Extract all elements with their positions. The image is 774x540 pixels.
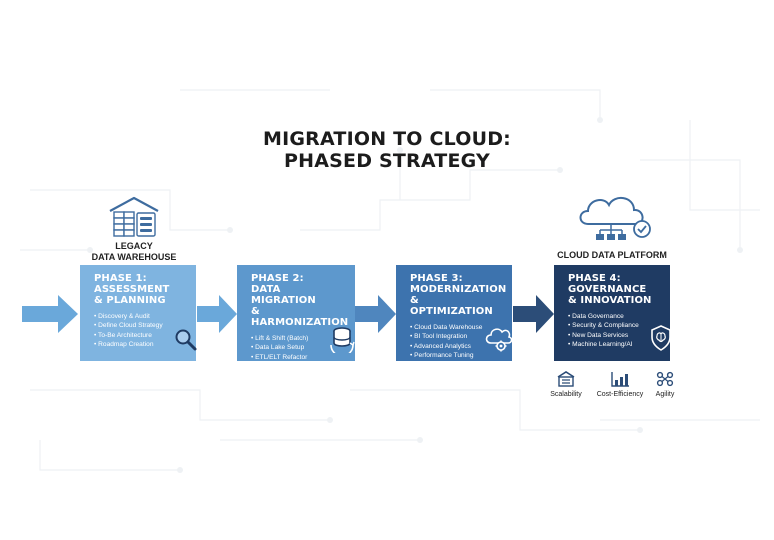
- arrow-phase-1-to-2: [197, 295, 237, 333]
- phase-1-title-line-1: PHASE 1:: [94, 273, 147, 284]
- phase-4-item: Data Governance: [568, 312, 660, 321]
- phase-4-card: PHASE 4: GOVERNANCE & INNOVATION Data Go…: [554, 265, 671, 361]
- phase-3-item: BI Tool Integration: [410, 332, 502, 341]
- scalability-icon: [557, 371, 575, 387]
- cloud-platform-caption: CLOUD DATA PLATFORM: [557, 250, 667, 260]
- legacy-line-2: DATA WAREHOUSE: [91, 252, 177, 262]
- phase-4-item: New Data Services: [568, 331, 660, 340]
- phase-2-title: PHASE 2: DATA MIGRATION & HARMONIZATION: [251, 273, 349, 328]
- phase-1-item: To-Be Architecture: [94, 331, 186, 340]
- phase-3-title-line-3: & OPTIMIZATION: [410, 295, 493, 317]
- entry-arrow: [22, 295, 78, 333]
- phase-2-card: PHASE 2: DATA MIGRATION & HARMONIZATION …: [237, 265, 355, 370]
- phase-2-item: Data Cleansing: [251, 362, 345, 371]
- phase-3-title-line-2: MODERNIZATION: [410, 284, 507, 295]
- benefit-agility: Agility: [635, 371, 695, 398]
- phase-1-item: Roadmap Creation: [94, 340, 186, 349]
- phase-2-list: Lift & Shift (Batch) Data Lake Setup ETL…: [251, 334, 345, 372]
- phase-3-item: Performance Tuning: [410, 351, 502, 360]
- phase-1-title-line-2: ASSESSMENT: [94, 284, 170, 295]
- phase-1-list: Discovery & Audit Define Cloud Strategy …: [94, 312, 186, 350]
- phase-3-title-line-1: PHASE 3:: [410, 273, 463, 284]
- brain-shield-icon: [651, 325, 671, 351]
- phase-2-title-line-3: & HARMONIZATION: [251, 306, 349, 328]
- benefit-label: Agility: [655, 391, 675, 398]
- benefit-scalability: Scalability: [536, 371, 596, 398]
- page-title: MIGRATION TO CLOUD: PHASED STRATEGY: [0, 128, 774, 172]
- phase-1-item: Define Cloud Strategy: [94, 321, 186, 330]
- arrow-phase-2-to-3: [355, 295, 396, 333]
- phase-4-title-line-1: PHASE 4:: [568, 273, 621, 284]
- phase-2-title-line-1: PHASE 2:: [251, 273, 304, 284]
- phase-3-card: PHASE 3: MODERNIZATION & OPTIMIZATION Cl…: [396, 265, 512, 361]
- phase-2-item: Data Lake Setup: [251, 343, 345, 352]
- phase-4-list: Data Governance Security & Compliance Ne…: [568, 312, 660, 350]
- phase-3-list: Cloud Data Warehouse BI Tool Integration…: [410, 323, 502, 361]
- legacy-line-1: LEGACY: [115, 241, 153, 251]
- cloud-network-icon: [579, 197, 651, 240]
- title-line-1: MIGRATION TO CLOUD:: [263, 128, 511, 150]
- phase-4-title-line-3: & INNOVATION: [568, 295, 652, 306]
- arrow-phase-3-to-4: [513, 295, 554, 333]
- phase-4-title-line-2: GOVERNANCE: [568, 284, 647, 295]
- cost-chart-icon: [611, 372, 629, 387]
- phase-3-title: PHASE 3: MODERNIZATION & OPTIMIZATION: [410, 273, 507, 317]
- phase-3-item: Cloud Data Warehouse: [410, 323, 502, 332]
- phase-2-item: ETL/ELT Refactor: [251, 353, 345, 362]
- warehouse-icon: [109, 196, 159, 237]
- database-sync-icon: [330, 327, 355, 353]
- agility-network-icon: [656, 371, 674, 387]
- cloud-gear-icon: [485, 328, 512, 352]
- phase-2-title-line-2: DATA MIGRATION: [251, 284, 316, 306]
- magnifier-icon: [175, 329, 197, 351]
- phase-1-item: Discovery & Audit: [94, 312, 186, 321]
- phase-4-item: Security & Compliance: [568, 321, 660, 330]
- phase-4-item: Machine Learning/AI: [568, 340, 660, 349]
- phase-1-title-line-3: & PLANNING: [94, 295, 166, 306]
- phase-1-title: PHASE 1: ASSESSMENT & PLANNING: [94, 273, 186, 306]
- benefit-cost-efficiency: Cost-Efficiency: [590, 371, 650, 398]
- benefit-label: Scalability: [550, 391, 582, 398]
- phase-3-item: Advanced Analytics: [410, 342, 502, 351]
- legacy-caption: LEGACY DATA WAREHOUSE: [72, 241, 196, 263]
- title-line-2: PHASED STRATEGY: [284, 150, 490, 172]
- benefit-label: Cost-Efficiency: [596, 391, 644, 398]
- phase-2-item: Lift & Shift (Batch): [251, 334, 345, 343]
- phase-1-card: PHASE 1: ASSESSMENT & PLANNING Discovery…: [80, 265, 197, 361]
- phase-4-title: PHASE 4: GOVERNANCE & INNOVATION: [568, 273, 660, 306]
